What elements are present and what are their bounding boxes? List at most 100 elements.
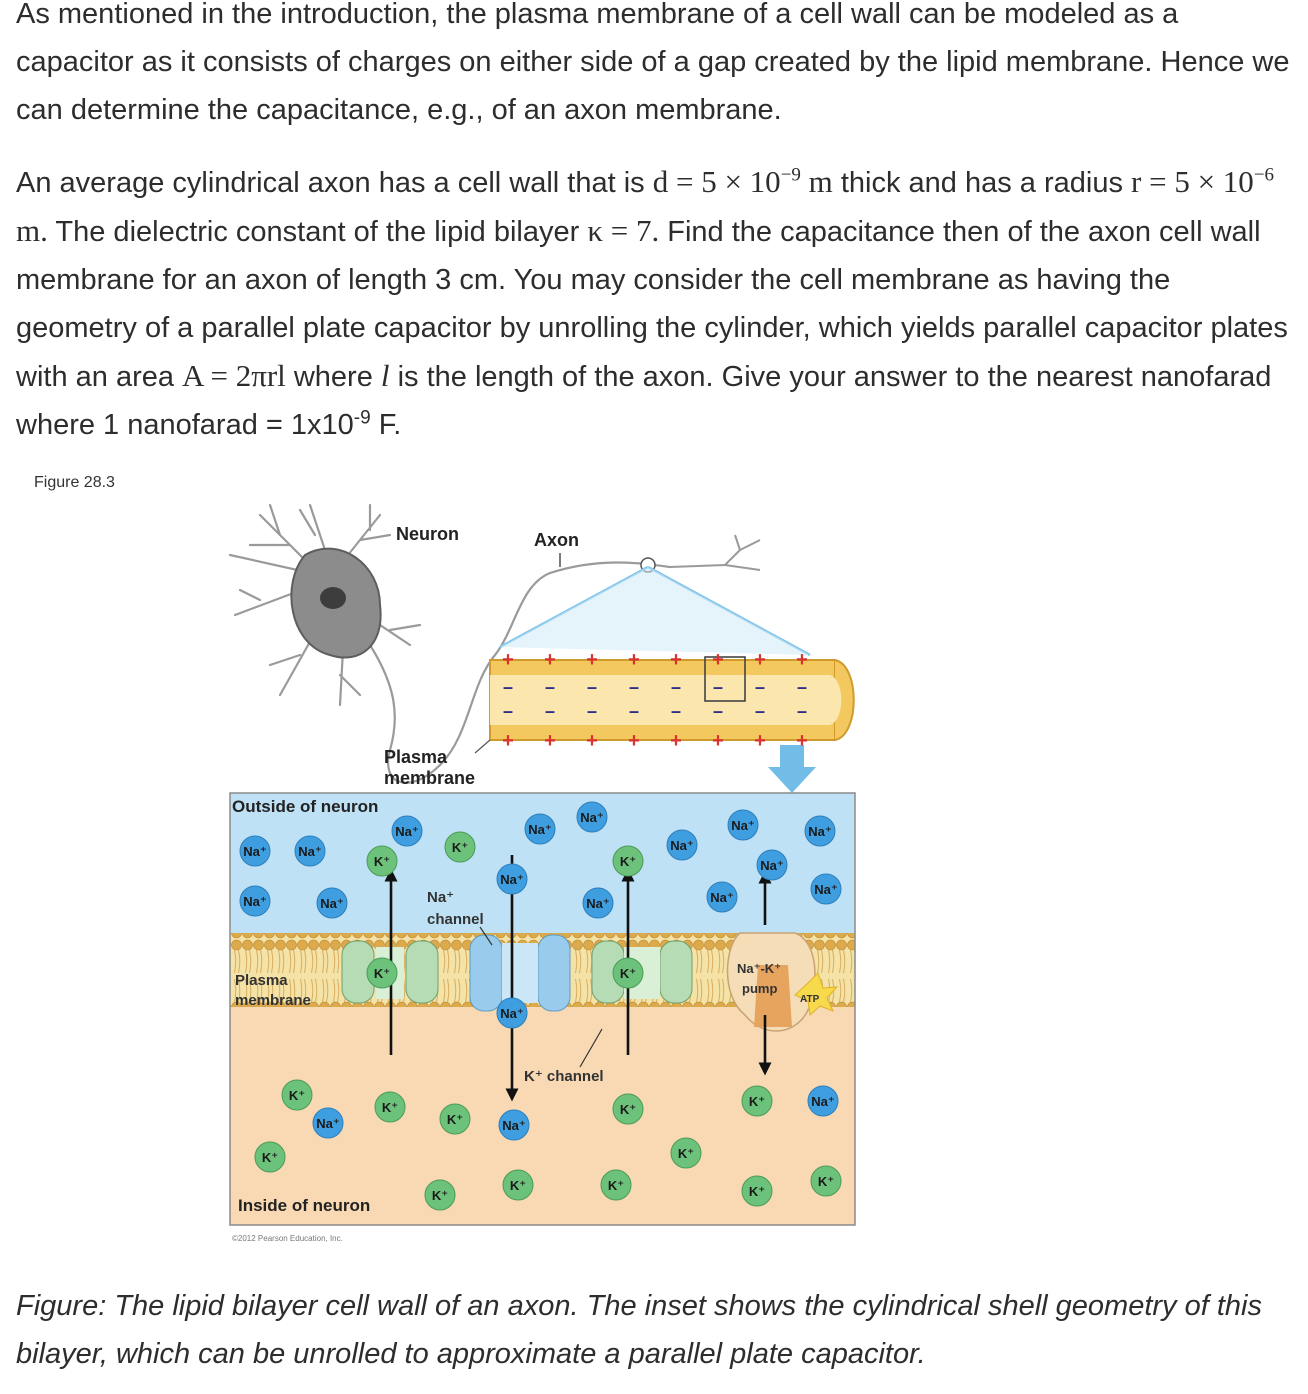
plus-charge-sign: + <box>712 649 724 671</box>
potassium-ion: K⁺ <box>600 1169 632 1201</box>
svg-text:Na⁺: Na⁺ <box>731 818 754 833</box>
svg-text:Na⁺: Na⁺ <box>580 810 603 825</box>
minus-charge-sign: – <box>755 677 765 697</box>
minus-charge-sign: – <box>587 701 597 721</box>
k-channel-label: K⁺ channel <box>524 1068 604 1085</box>
plus-charge-sign: + <box>754 649 766 671</box>
dielectric-equation: κ = 7. <box>587 213 660 248</box>
svg-text:K⁺: K⁺ <box>374 854 390 869</box>
plus-charge-sign: + <box>502 730 514 752</box>
neuron-illustration <box>228 503 811 784</box>
radius-value: r = 5 × 10 <box>1131 164 1254 199</box>
svg-text:Na⁺: Na⁺ <box>298 844 321 859</box>
plus-charge-sign: + <box>796 649 808 671</box>
potassium-ion: K⁺ <box>741 1175 773 1207</box>
potassium-ion: K⁺ <box>810 1165 842 1197</box>
svg-text:K⁺: K⁺ <box>620 1102 636 1117</box>
minus-charge-sign: – <box>797 701 807 721</box>
plasma-membrane-side-label-2: membrane <box>235 992 311 1009</box>
svg-text:K⁺: K⁺ <box>749 1184 765 1199</box>
svg-text:K⁺: K⁺ <box>749 1094 765 1109</box>
potassium-ion: K⁺ <box>281 1079 313 1111</box>
minus-charge-sign: – <box>545 677 555 697</box>
sodium-ion: Na⁺ <box>312 1107 344 1139</box>
svg-text:K⁺: K⁺ <box>678 1146 694 1161</box>
length-symbol-text: l <box>380 358 390 393</box>
sodium-ion: Na⁺ <box>239 835 271 867</box>
svg-text:Na⁺: Na⁺ <box>243 844 266 859</box>
potassium-ion: K⁺ <box>366 957 398 989</box>
radius-exponent: −6 <box>1253 164 1275 186</box>
length-symbol: l <box>381 358 390 393</box>
text-segment: where <box>285 361 381 393</box>
axon-membrane-figure: Neuron Axon ++++++++ –––––––––––––––– ++… <box>228 503 856 1243</box>
sodium-ion: Na⁺ <box>524 813 556 845</box>
text-segment: An average cylindrical axon has a cell w… <box>16 167 653 199</box>
potassium-ion: K⁺ <box>424 1179 456 1211</box>
minus-charge-sign: – <box>587 677 597 697</box>
svg-text:Na⁺: Na⁺ <box>586 896 609 911</box>
svg-text:Na⁺: Na⁺ <box>502 1118 525 1133</box>
plasma-membrane-side-label-1: Plasma <box>235 972 288 989</box>
svg-text:Na⁺: Na⁺ <box>500 1006 523 1021</box>
atp-label: ATP <box>800 994 820 1005</box>
sodium-ion: Na⁺ <box>706 881 738 913</box>
svg-text:K⁺: K⁺ <box>818 1174 834 1189</box>
pump-label-1: Na⁺-K⁺ <box>737 961 781 976</box>
text-segment: The dielectric constant of the lipid bil… <box>47 216 588 248</box>
svg-text:K⁺: K⁺ <box>289 1088 305 1103</box>
thickness-unit: m <box>800 164 833 199</box>
sodium-ion: Na⁺ <box>496 863 528 895</box>
potassium-ion: K⁺ <box>502 1169 534 1201</box>
potassium-ion: K⁺ <box>439 1103 471 1135</box>
svg-text:Na⁺: Na⁺ <box>500 872 523 887</box>
svg-text:K⁺: K⁺ <box>262 1150 278 1165</box>
radius-equation: r = 5 × 10−6 m. <box>16 164 1274 248</box>
sodium-ion: Na⁺ <box>496 997 528 1029</box>
svg-text:Na⁺: Na⁺ <box>670 838 693 853</box>
potassium-ion: K⁺ <box>366 845 398 877</box>
ion-markers: Na⁺ Na⁺ Na⁺ Na⁺ Na⁺ Na⁺ Na⁺ Na⁺ Na⁺ Na⁺ Na⁺ Na⁺ Na⁺ N… <box>239 801 842 1211</box>
minus-charge-sign: – <box>545 701 555 721</box>
svg-text:Na⁺: Na⁺ <box>814 882 837 897</box>
svg-text:K⁺: K⁺ <box>374 966 390 981</box>
svg-text:Na⁺: Na⁺ <box>811 1094 834 1109</box>
thickness-equation: d = 5 × 10−9 m <box>653 164 833 199</box>
charge-row-inner: –––––––––––––––– <box>503 677 807 721</box>
svg-text:K⁺: K⁺ <box>620 966 636 981</box>
sodium-ion: Na⁺ <box>666 829 698 861</box>
svg-text:Na⁺: Na⁺ <box>243 894 266 909</box>
minus-charge-sign: – <box>797 677 807 697</box>
sodium-ion: Na⁺ <box>498 1109 530 1141</box>
radius-unit: m. <box>16 213 48 248</box>
sodium-ion: Na⁺ <box>756 849 788 881</box>
potassium-ion: K⁺ <box>254 1141 286 1173</box>
outside-neuron-label: Outside of neuron <box>232 797 378 816</box>
svg-text:K⁺: K⁺ <box>620 854 636 869</box>
axon-cylinder-inset <box>474 656 855 793</box>
svg-text:K⁺: K⁺ <box>608 1178 624 1193</box>
charge-row-bottom: ++++++++ <box>502 730 808 752</box>
plus-charge-sign: + <box>712 730 724 752</box>
sodium-ion: Na⁺ <box>807 1085 839 1117</box>
sodium-ion: Na⁺ <box>727 809 759 841</box>
sodium-ion: Na⁺ <box>316 887 348 919</box>
svg-text:Na⁺: Na⁺ <box>808 824 831 839</box>
pump-label-2: pump <box>742 981 777 996</box>
plasma-membrane-top-label-2: membrane <box>384 768 475 788</box>
potassium-ion: K⁺ <box>741 1085 773 1117</box>
svg-text:Na⁺: Na⁺ <box>395 824 418 839</box>
svg-text:Na⁺: Na⁺ <box>320 896 343 911</box>
minus-charge-sign: – <box>503 677 513 697</box>
text-segment: F. <box>370 409 402 441</box>
svg-text:Na⁺: Na⁺ <box>760 858 783 873</box>
svg-text:Na⁺: Na⁺ <box>316 1116 339 1131</box>
potassium-ion: K⁺ <box>612 1093 644 1125</box>
sodium-ion: Na⁺ <box>582 887 614 919</box>
sodium-ion: Na⁺ <box>294 835 326 867</box>
minus-charge-sign: – <box>671 701 681 721</box>
nanofarad-exponent: -9 <box>353 407 371 429</box>
axon-label: Axon <box>534 530 579 550</box>
svg-text:K⁺: K⁺ <box>510 1178 526 1193</box>
plus-charge-sign: + <box>502 649 514 671</box>
